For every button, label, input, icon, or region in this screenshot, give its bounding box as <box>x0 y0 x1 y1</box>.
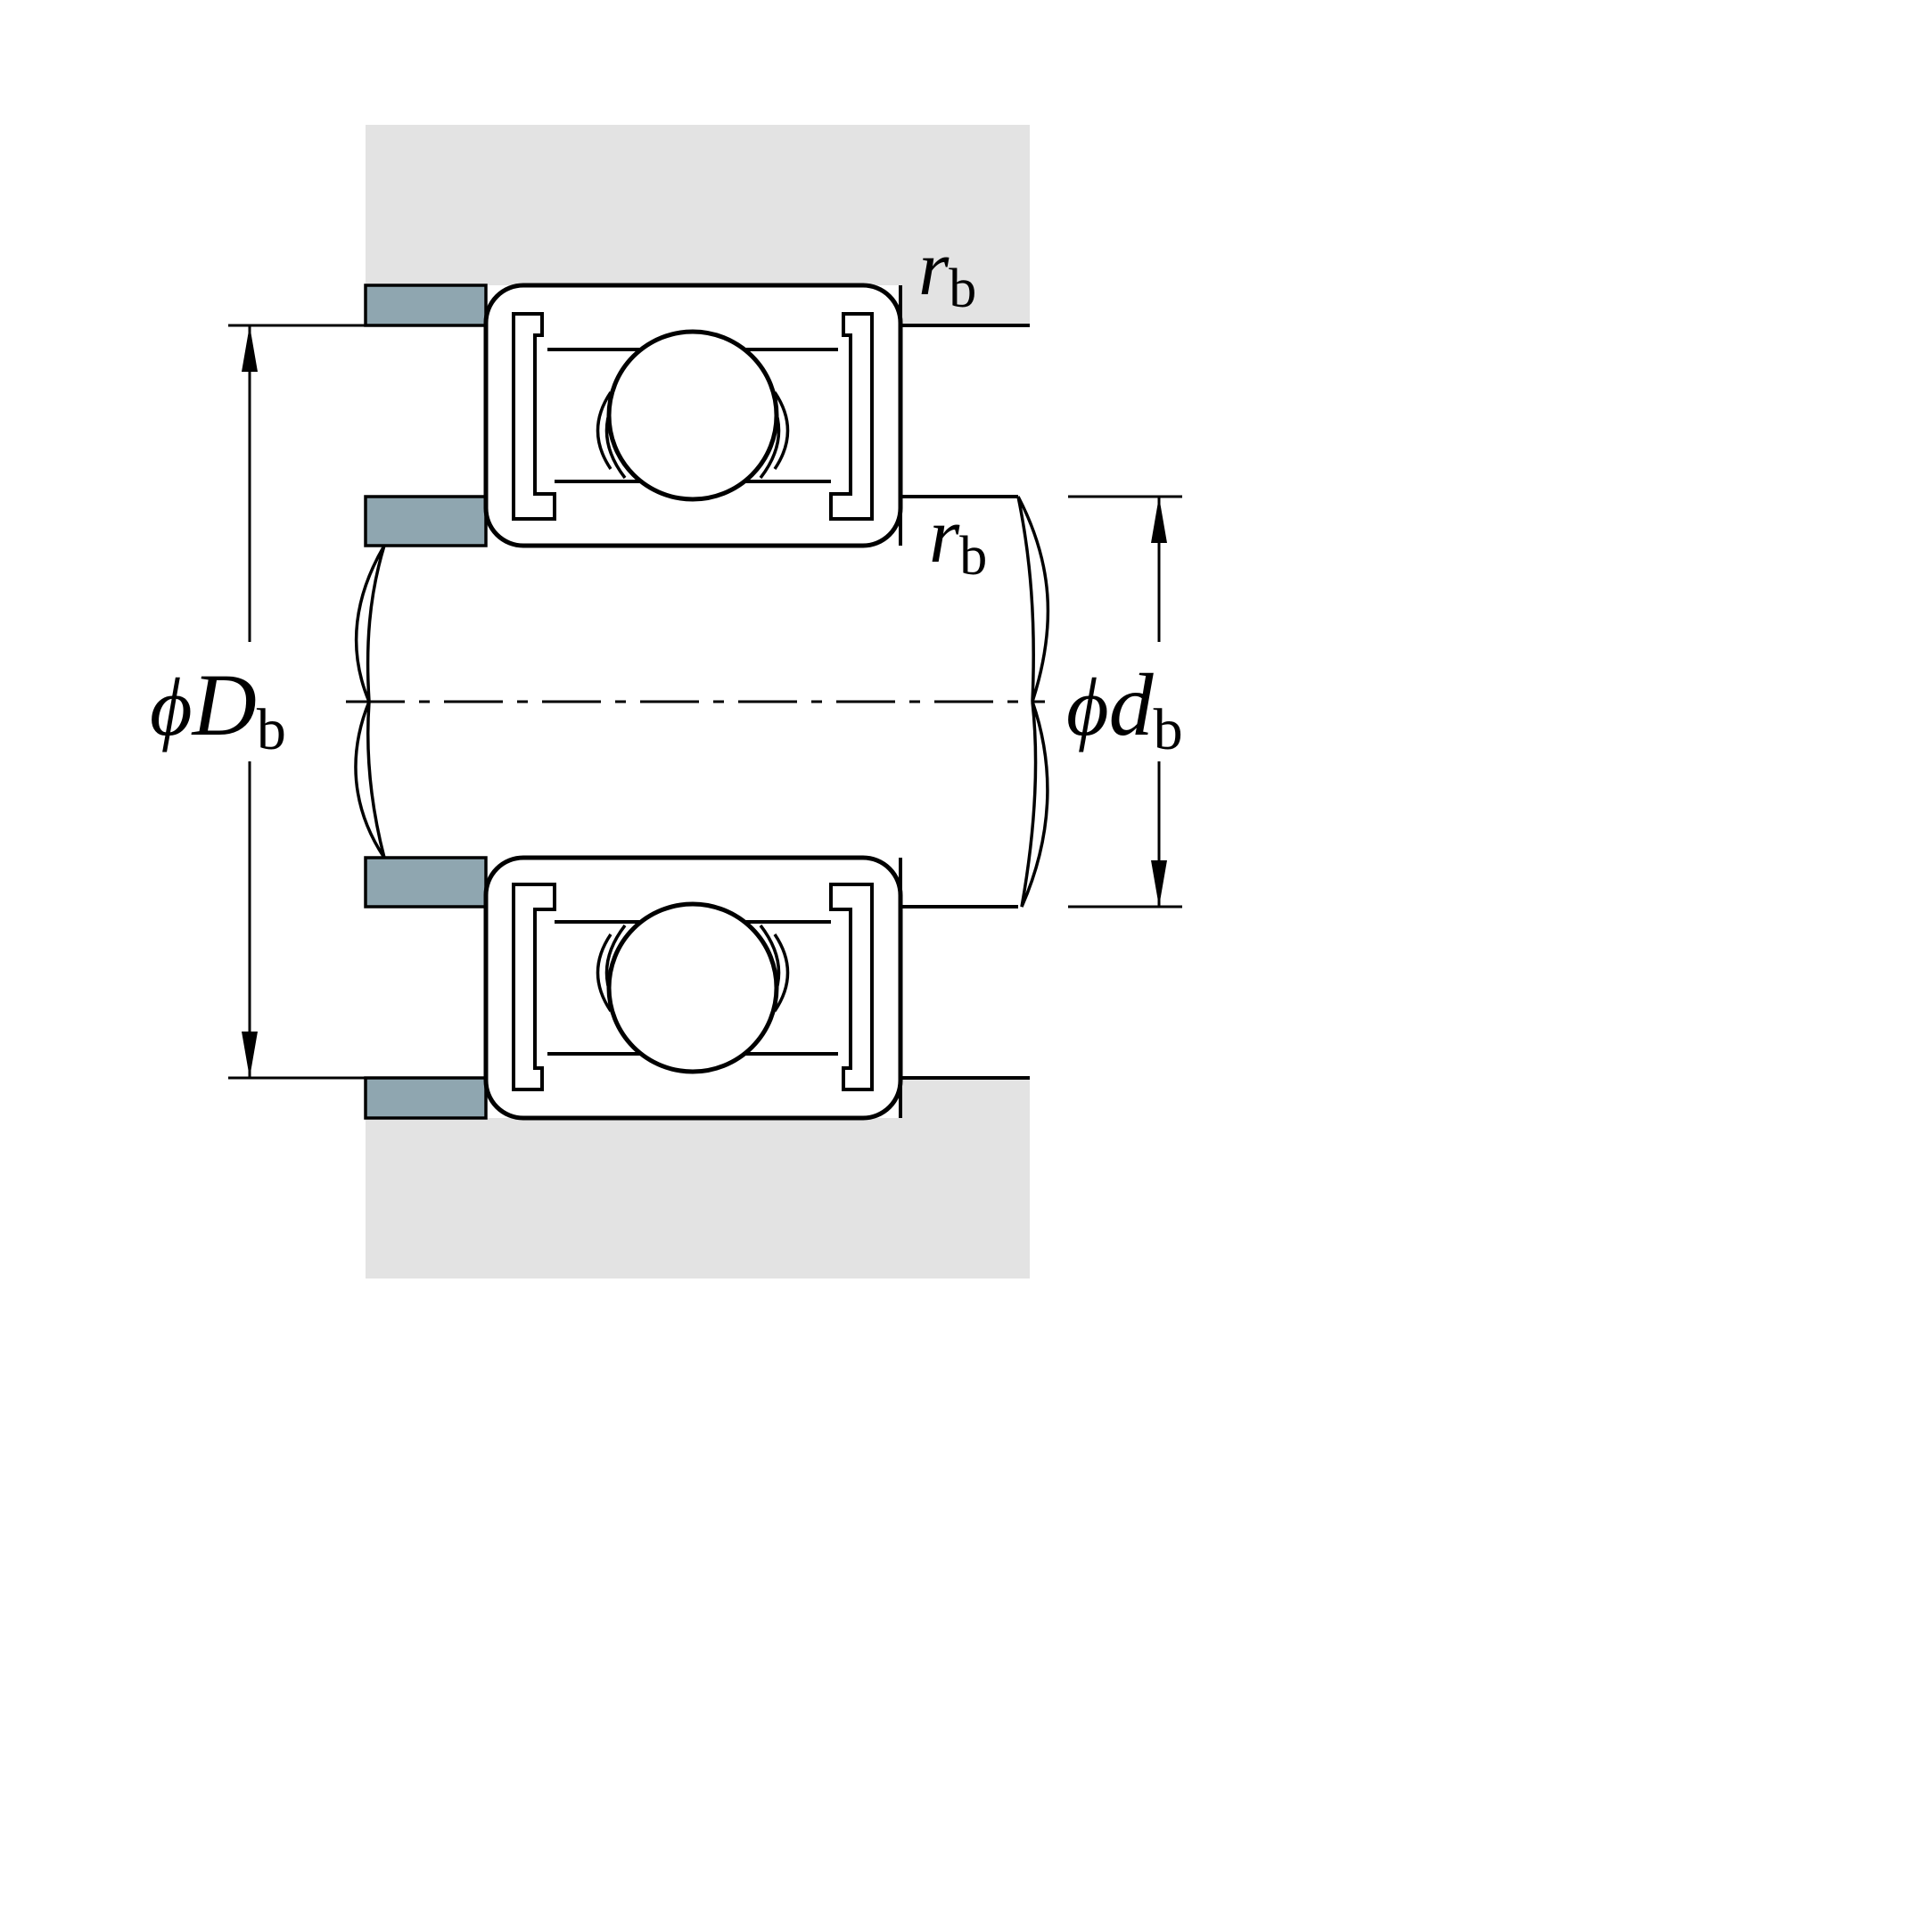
phi-symbol: ϕ <box>150 662 193 752</box>
shaft-abutment-highlight-top <box>364 495 488 547</box>
shaft-break-left-lower <box>354 701 386 859</box>
subscript-b: b <box>959 526 987 587</box>
arrowhead-Db-up <box>242 325 258 372</box>
shield-right-bottom <box>829 883 874 1091</box>
letter-d: d <box>1109 655 1155 754</box>
subscript-b: b <box>949 259 976 319</box>
label-backing-db <box>1054 642 1237 761</box>
label-phi-d-b: ϕdb <box>1066 655 1183 762</box>
housing-block-top <box>366 125 1030 325</box>
inner-land-right-inner-bottom <box>773 933 790 1012</box>
letter-r: r <box>918 226 950 312</box>
shield-left-bottom <box>512 883 556 1091</box>
dimension-housing-shoulder: ϕDb <box>136 324 369 1080</box>
label-backing-Db <box>136 642 327 761</box>
subscript-b: b <box>1154 697 1183 762</box>
inner-land-left-inner-top <box>596 391 612 470</box>
subscript-b: b <box>257 697 286 762</box>
ball-top <box>606 329 779 502</box>
bearing-section-top <box>483 283 903 548</box>
ball-bottom <box>606 901 779 1074</box>
phi-symbol: ϕ <box>1066 662 1109 752</box>
arrowhead-db-up <box>1151 497 1167 543</box>
housing-block-bottom <box>366 1078 1030 1278</box>
label-fillet-rb-side: rb <box>929 493 987 587</box>
shield-left-top <box>512 312 556 521</box>
label-fillet-rb-top: rb <box>918 226 976 319</box>
housing-abutment-highlight-top <box>364 284 488 327</box>
bearing-section-bottom <box>483 855 903 1121</box>
inner-land-left-inner-bottom <box>596 933 612 1012</box>
arrowhead-db-down <box>1151 860 1167 907</box>
housing-abutment-highlight-bottom <box>364 1076 488 1120</box>
inner-land-right-inner-top <box>773 391 790 470</box>
label-phi-D-b: ϕDb <box>150 655 286 762</box>
shield-right-top <box>829 312 874 521</box>
arrowhead-Db-down <box>242 1032 258 1078</box>
letter-D: D <box>191 655 257 754</box>
shaft-abutment-highlight-bottom <box>364 856 488 908</box>
letter-r: r <box>929 493 960 580</box>
dimension-shaft-shoulder: ϕdb <box>1054 495 1237 908</box>
shaft-break-right-lower <box>1020 701 1049 908</box>
